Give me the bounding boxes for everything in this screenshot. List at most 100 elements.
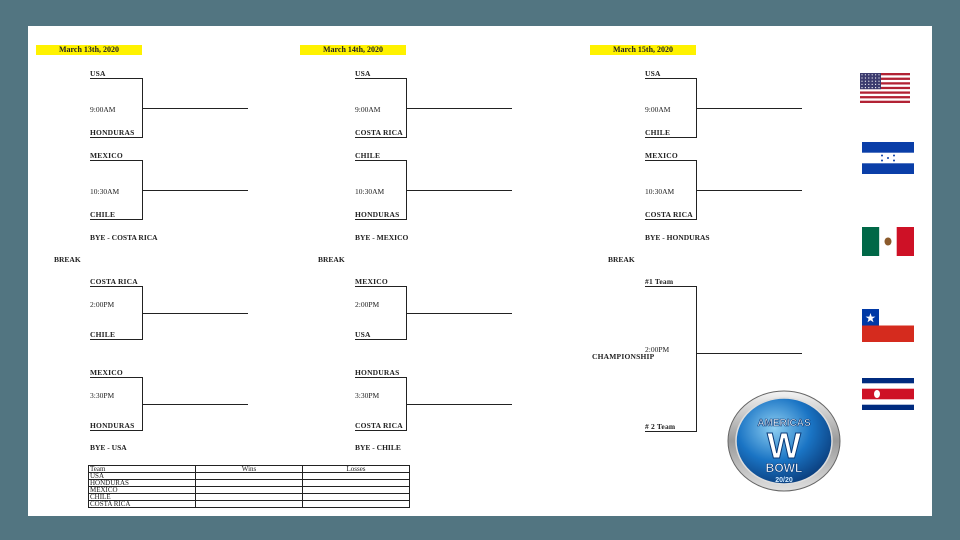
bracket-line — [696, 286, 697, 432]
team-top: USA — [355, 69, 371, 78]
standings-header: Losses — [302, 465, 410, 473]
bracket-line — [142, 108, 248, 109]
bracket-line — [142, 404, 248, 405]
championship-label: CHAMPIONSHIP — [592, 352, 655, 361]
standings-header: Team — [88, 465, 196, 473]
bye-label: BYE - CHILE — [355, 443, 401, 452]
bracket-line — [355, 430, 407, 431]
game-time: 2:00PM — [90, 300, 115, 309]
costa-rica-flag-icon — [862, 378, 914, 410]
team-bottom: HONDURAS — [90, 128, 135, 137]
bracket-line — [645, 160, 697, 161]
logo-line3: 20/20 — [775, 477, 793, 484]
bracket-line — [90, 137, 143, 138]
standings-row: COSTA RICA — [88, 500, 410, 508]
standings-wins-cell[interactable] — [195, 486, 303, 494]
bracket-line — [696, 190, 802, 191]
team-bottom: HONDURAS — [90, 421, 135, 430]
game-time: 9:00AM — [355, 105, 381, 114]
standings-losses-cell[interactable] — [302, 500, 410, 508]
standings-wins-cell[interactable] — [195, 479, 303, 487]
game-time: 3:30PM — [90, 391, 115, 400]
standings-row: USA — [88, 472, 410, 480]
bracket-line — [406, 404, 512, 405]
team-bottom: USA — [355, 330, 371, 339]
standings-row: MEXICO — [88, 486, 410, 494]
bracket-line — [645, 219, 697, 220]
standings-header: Wins — [195, 465, 303, 473]
bracket-line — [406, 313, 512, 314]
bracket-line — [355, 137, 407, 138]
bracket-line — [355, 78, 407, 79]
team-bottom: CHILE — [645, 128, 671, 137]
team-top: COSTA RICA — [90, 277, 138, 286]
standings-wins-cell[interactable] — [195, 500, 303, 508]
break-label: BREAK — [318, 255, 345, 264]
bracket-line — [406, 190, 512, 191]
bracket-line — [645, 286, 697, 287]
team-top: MEXICO — [645, 151, 678, 160]
date-label: March 15th, 2020 — [590, 45, 696, 55]
team-top: HONDURAS — [355, 368, 400, 377]
standings-losses-cell[interactable] — [302, 479, 410, 487]
bracket-line — [142, 313, 248, 314]
bracket-line — [90, 339, 143, 340]
bracket-line — [90, 286, 143, 287]
mexico-flag-icon — [862, 227, 914, 256]
team-bottom: CHILE — [90, 330, 116, 339]
team-bottom: COSTA RICA — [645, 210, 693, 219]
championship-top: #1 Team — [645, 277, 674, 286]
bye-label: BYE - COSTA RICA — [90, 233, 158, 242]
game-time: 3:30PM — [355, 391, 380, 400]
date-label: March 14th, 2020 — [300, 45, 406, 55]
honduras-flag-icon — [862, 142, 914, 174]
team-top: MEXICO — [90, 151, 123, 160]
date-label: March 13th, 2020 — [36, 45, 142, 55]
game-time: 10:30AM — [645, 187, 675, 196]
bracket-line — [355, 339, 407, 340]
bye-label: BYE - USA — [90, 443, 127, 452]
team-bottom: CHILE — [90, 210, 116, 219]
bye-label: BYE - MEXICO — [355, 233, 409, 242]
usa-flag-icon — [860, 73, 910, 103]
standings-losses-cell[interactable] — [302, 493, 410, 501]
bracket-line — [142, 190, 248, 191]
bracket-line — [90, 160, 143, 161]
break-label: BREAK — [608, 255, 635, 264]
bracket-line — [90, 430, 143, 431]
bracket-line — [645, 78, 697, 79]
team-bottom: COSTA RICA — [355, 128, 403, 137]
bracket-line — [406, 108, 512, 109]
standings-losses-cell[interactable] — [302, 486, 410, 494]
bracket-line — [355, 160, 407, 161]
bracket-line — [90, 219, 143, 220]
standings-wins-cell[interactable] — [195, 472, 303, 480]
game-time: 2:00PM — [355, 300, 380, 309]
bye-label: BYE - HONDURAS — [645, 233, 710, 242]
logo-line2: BOWL — [766, 461, 803, 475]
bracket-line — [696, 108, 802, 109]
bracket-line — [355, 219, 407, 220]
bracket-line — [696, 353, 802, 354]
team-bottom: HONDURAS — [355, 210, 400, 219]
standings-team: COSTA RICA — [88, 500, 196, 508]
standings-losses-cell[interactable] — [302, 472, 410, 480]
standings-row: CHILE — [88, 493, 410, 501]
logo-letter: W — [767, 425, 801, 466]
bracket-line — [355, 377, 407, 378]
game-time: 10:30AM — [355, 187, 385, 196]
team-top: USA — [645, 69, 661, 78]
game-time: 10:30AM — [90, 187, 120, 196]
chile-flag-icon — [862, 309, 914, 342]
standings-wins-cell[interactable] — [195, 493, 303, 501]
bracket-line — [645, 431, 697, 432]
team-top: MEXICO — [355, 277, 388, 286]
championship-time: 2:00PM — [645, 345, 670, 354]
bracket-line — [645, 137, 697, 138]
championship-bottom: # 2 Team — [645, 422, 676, 431]
team-bottom: COSTA RICA — [355, 421, 403, 430]
bracket-line — [355, 286, 407, 287]
